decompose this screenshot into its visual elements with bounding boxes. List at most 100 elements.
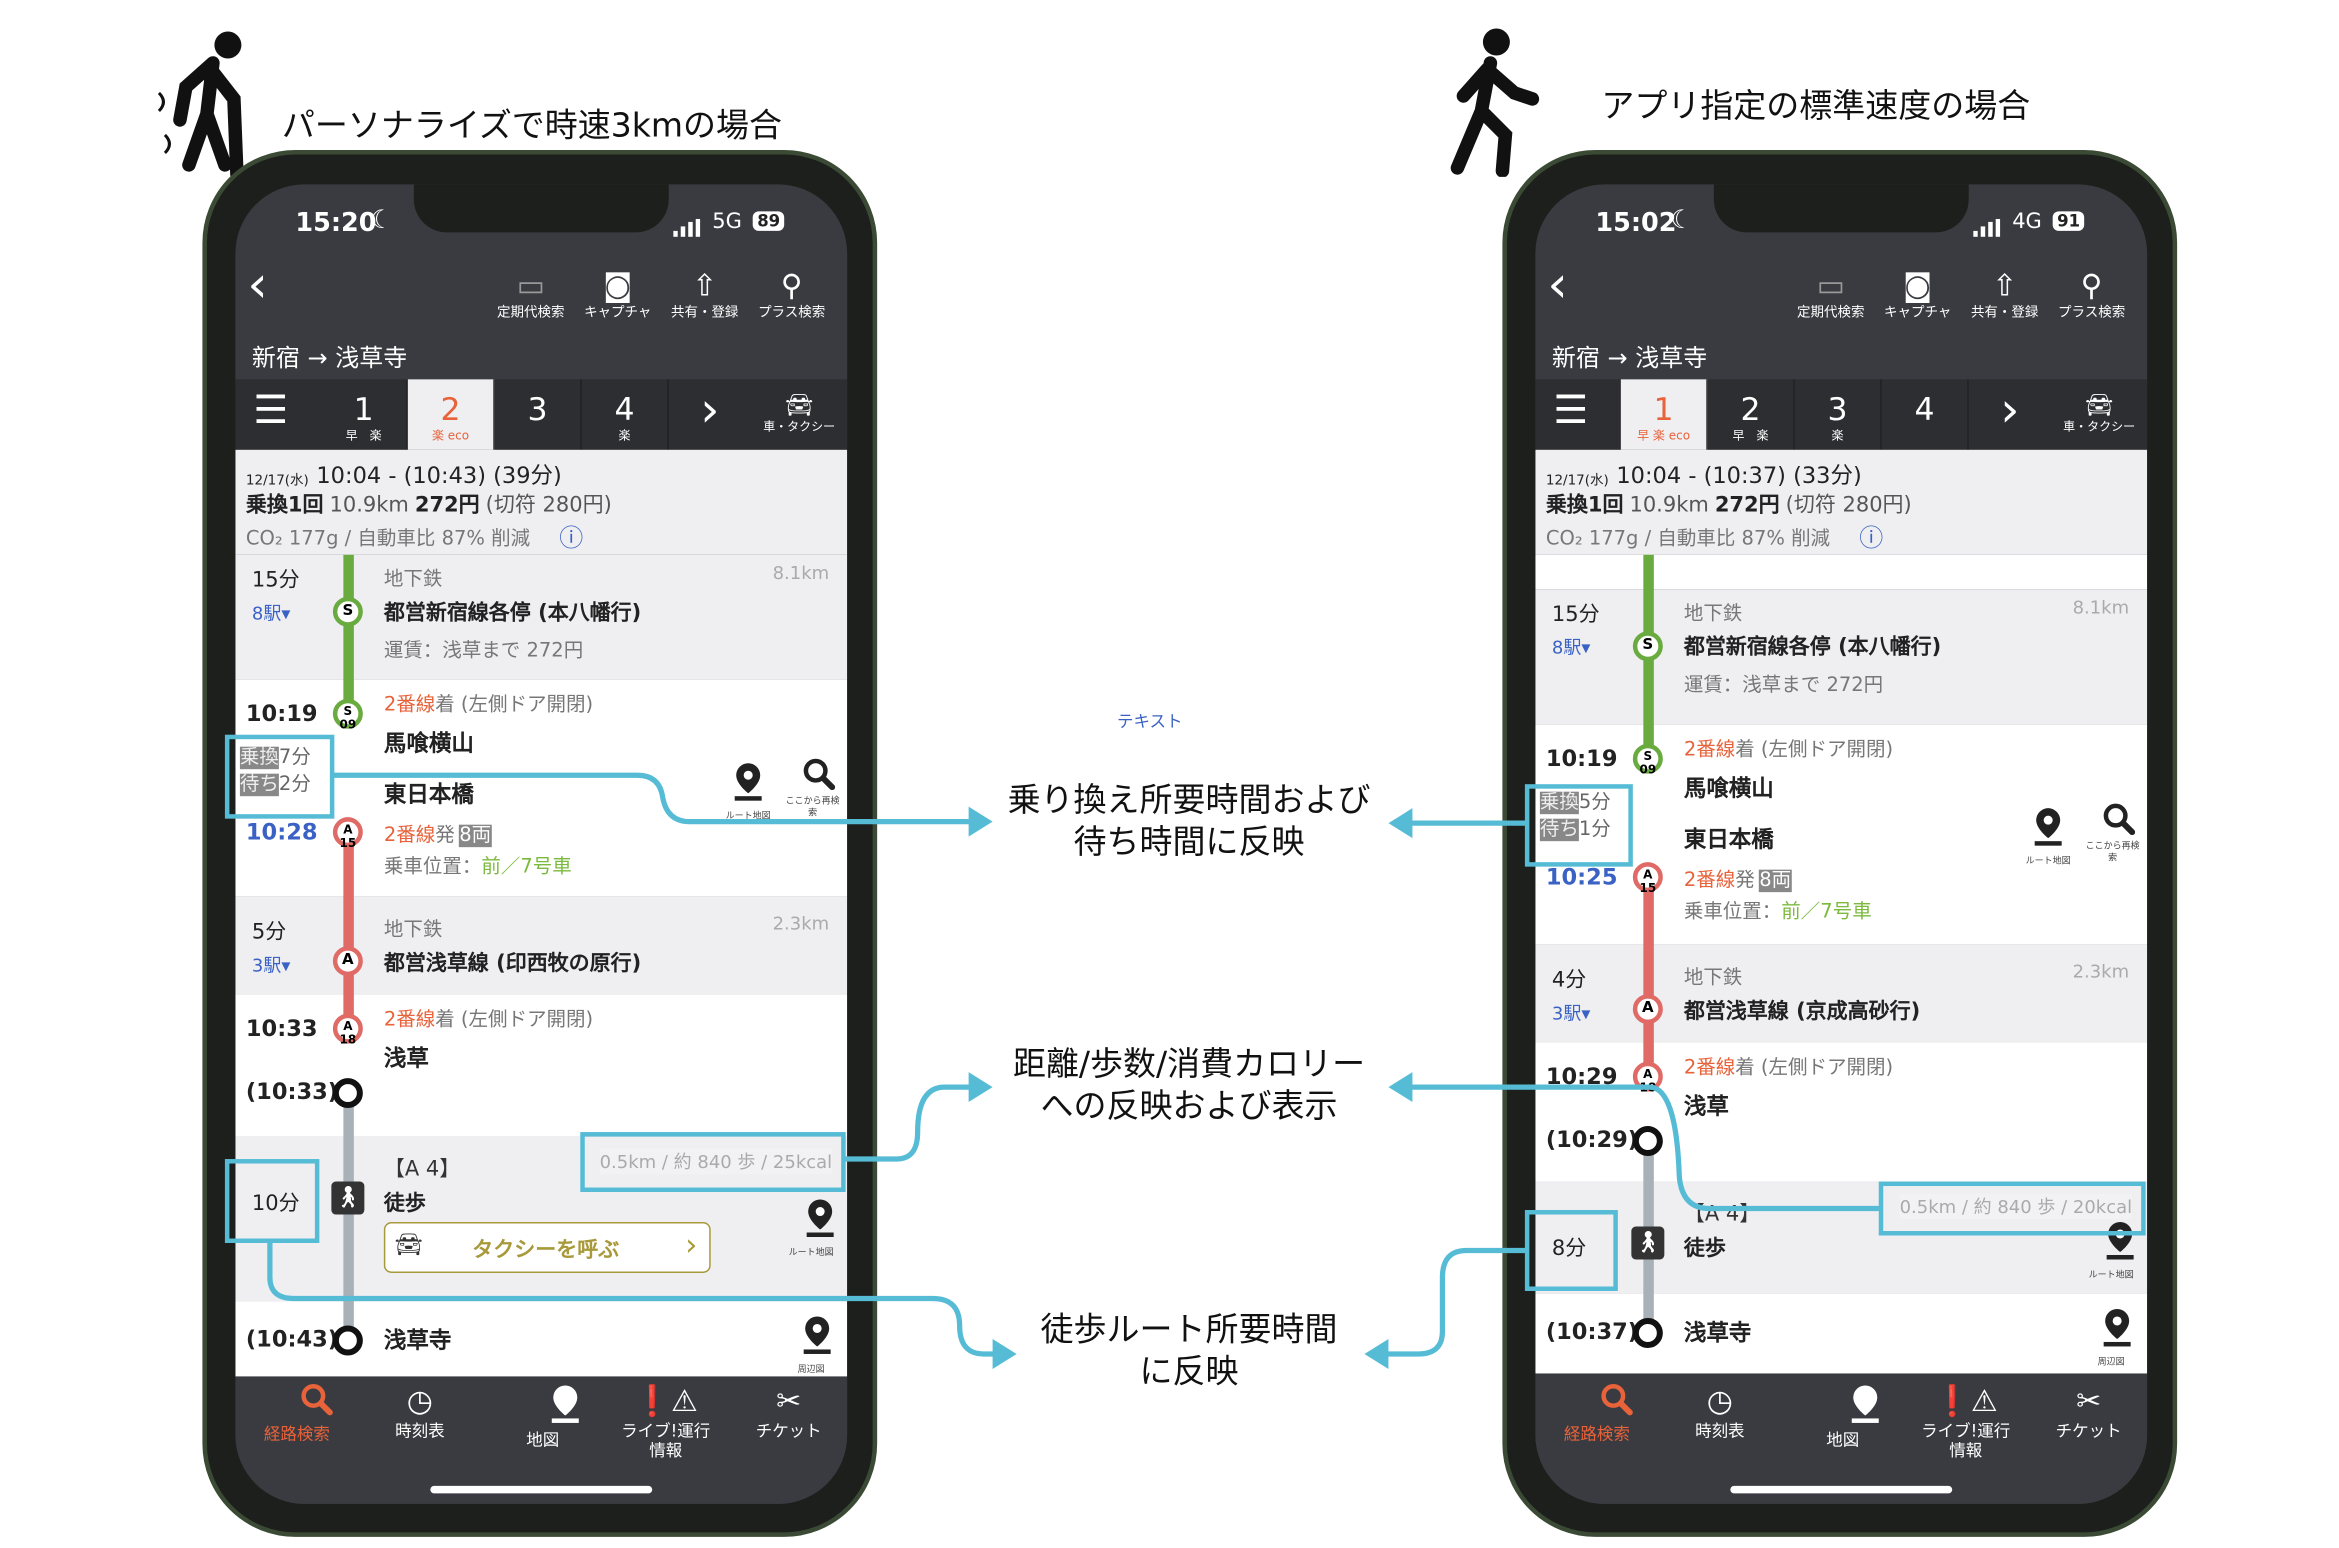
toolbar-label: プラス検索 bbox=[2058, 305, 2126, 321]
wait-time-row: 待ち1分 bbox=[1539, 817, 1611, 844]
call-taxi-label: タクシーを呼ぶ bbox=[472, 1238, 620, 1263]
nav-search[interactable]: 経路検索 bbox=[1535, 1382, 1658, 1444]
timetable-icon: ◷ bbox=[1706, 1382, 1733, 1419]
share-button[interactable]: ⇧共有・登録 bbox=[1964, 268, 2045, 320]
route-date: 12/17(水) bbox=[1545, 473, 1609, 489]
note-distance: 距離/歩数/消費カロリーへの反映および表示 bbox=[1012, 1046, 1366, 1127]
co2-info: CO₂ 177g / 自動車比 87% 削減 bbox=[245, 527, 531, 551]
transfer-time-row: 乗換5分 bbox=[1539, 790, 1611, 817]
nav-search[interactable]: 経路検索 bbox=[235, 1382, 358, 1444]
area-map-button[interactable]: 周辺図 bbox=[2084, 1306, 2138, 1367]
info-icon[interactable]: ⓘ bbox=[559, 523, 584, 552]
boarding-position-value: 前／7号車 bbox=[1781, 901, 1872, 924]
tab-route-4[interactable]: 4 bbox=[1882, 379, 1969, 450]
route-map-label: ルート地図 bbox=[725, 811, 771, 822]
arrival-time: (10:37) bbox=[1545, 1317, 1639, 1345]
stops-toggle[interactable]: 3駅▾ bbox=[1551, 1003, 1591, 1025]
research-from-here-button[interactable]: ここから再検索 bbox=[784, 757, 841, 820]
nav-label: チケット bbox=[755, 1421, 822, 1441]
moon-icon: ☾ bbox=[1670, 205, 1694, 236]
station-badge-s09: S 09 bbox=[332, 698, 363, 732]
walker-icon bbox=[1450, 28, 1540, 177]
note-transfer: 乗り換え所要時間および待ち時間に反映 bbox=[1007, 782, 1371, 863]
back-button[interactable]: ‹ bbox=[247, 254, 268, 315]
platform-number: 2番線 bbox=[1683, 1057, 1736, 1080]
segment-asakusa-line bbox=[1535, 944, 2148, 1043]
research-from-here-button[interactable]: ここから再検索 bbox=[2084, 802, 2141, 865]
nav-live-info[interactable]: ❗⚠ライブ!運行情報 bbox=[1904, 1382, 2027, 1460]
nav-ticket[interactable]: ✂チケット bbox=[727, 1382, 847, 1440]
list-menu-icon[interactable]: ☰ bbox=[253, 388, 289, 434]
tab-number: 2 bbox=[1740, 391, 1761, 428]
arrival-time: 10:19 bbox=[245, 700, 318, 728]
next-routes-button[interactable]: › bbox=[2000, 380, 2020, 438]
car-taxi-button[interactable]: 🚘︎車・タクシー bbox=[2053, 391, 2146, 434]
plus-search-button[interactable]: ⚲プラス検索 bbox=[751, 268, 832, 320]
walk-route-map-button[interactable]: ルート地図 bbox=[778, 1197, 844, 1258]
boarding-position-value: 前／7号車 bbox=[481, 856, 572, 879]
arrival-station: 浅草 bbox=[383, 1045, 429, 1073]
walk-duration: 8分 bbox=[1551, 1237, 1587, 1261]
research-label: ここから再検索 bbox=[785, 796, 840, 819]
nav-live-info[interactable]: ❗⚠ライブ!運行情報 bbox=[604, 1382, 727, 1460]
total-fare: 272円 bbox=[414, 493, 480, 518]
elderly-walker-icon bbox=[157, 31, 244, 177]
ticket-icon: ✂ bbox=[2076, 1382, 2102, 1419]
ticket-icon: ✂ bbox=[776, 1382, 802, 1419]
stops-toggle[interactable]: 8駅▾ bbox=[1551, 637, 1591, 659]
area-map-button[interactable]: 周辺図 bbox=[784, 1313, 838, 1375]
bottom-nav: 経路検索◷時刻表地図❗⚠ライブ!運行情報✂チケット bbox=[1535, 1376, 2148, 1504]
car-icon: 🚘︎ bbox=[784, 391, 814, 419]
camera-button[interactable]: ◙キャプチャ bbox=[577, 268, 658, 320]
tab-route-3[interactable]: 3 bbox=[495, 379, 582, 450]
wait-minutes: 2分 bbox=[278, 773, 311, 797]
nav-map[interactable]: 地図 bbox=[1781, 1382, 1904, 1450]
stops-toggle[interactable]: 8駅▾ bbox=[251, 602, 291, 624]
departure-time: 10:25 bbox=[1545, 863, 1618, 891]
list-menu-icon[interactable]: ☰ bbox=[1553, 388, 1589, 434]
pass-search-button[interactable]: ▭定期代検索 bbox=[1790, 268, 1871, 320]
plus-search-button[interactable]: ⚲プラス検索 bbox=[2051, 268, 2132, 320]
route-map-button[interactable]: ルート地図 bbox=[2018, 805, 2078, 867]
arrival-time: (10:43) bbox=[245, 1325, 339, 1353]
home-indicator[interactable] bbox=[1730, 1485, 1953, 1494]
info-icon[interactable]: ⓘ bbox=[1859, 523, 1884, 552]
nav-map[interactable]: 地図 bbox=[481, 1382, 604, 1450]
taxi-icon: 🚘︎ bbox=[394, 1231, 423, 1258]
nav-timetable[interactable]: ◷時刻表 bbox=[1658, 1382, 1781, 1440]
call-taxi-button[interactable]: 🚘︎タクシーを呼ぶ› bbox=[383, 1222, 711, 1273]
stops-toggle[interactable]: 3駅▾ bbox=[251, 955, 291, 977]
summary-panel bbox=[235, 449, 848, 555]
share-button[interactable]: ⇧共有・登録 bbox=[664, 268, 745, 320]
toolbar-label: キャプチャ bbox=[1884, 305, 1952, 321]
route-map-button[interactable]: ルート地図 bbox=[718, 760, 778, 822]
car-taxi-button[interactable]: 🚘︎車・タクシー bbox=[753, 391, 846, 434]
home-indicator[interactable] bbox=[430, 1485, 653, 1494]
platform-number: 2番線 bbox=[383, 1009, 436, 1032]
line-name: 都営浅草線 (京成高砂行) bbox=[1683, 1000, 1921, 1025]
pass-search-button[interactable]: ▭定期代検索 bbox=[490, 268, 571, 320]
nav-timetable[interactable]: ◷時刻表 bbox=[358, 1382, 481, 1440]
right-heading: アプリ指定の標準速度の場合 bbox=[1601, 88, 2031, 126]
pass-search-icon: ▭ bbox=[516, 266, 545, 303]
car-icon: 🚘︎ bbox=[2084, 391, 2114, 419]
departure-note: 発 bbox=[435, 824, 455, 848]
transport-type: 地下鉄 bbox=[1683, 602, 1743, 626]
next-routes-button[interactable]: › bbox=[700, 380, 720, 438]
transfer-count: 乗換1回 bbox=[1545, 493, 1624, 518]
camera-button[interactable]: ◙キャプチャ bbox=[1877, 268, 1958, 320]
tab-number: 3 bbox=[527, 391, 548, 428]
toolbar-label: プラス検索 bbox=[758, 305, 826, 321]
back-button[interactable]: ‹ bbox=[1547, 254, 1568, 315]
nav-ticket[interactable]: ✂チケット bbox=[2027, 1382, 2147, 1440]
